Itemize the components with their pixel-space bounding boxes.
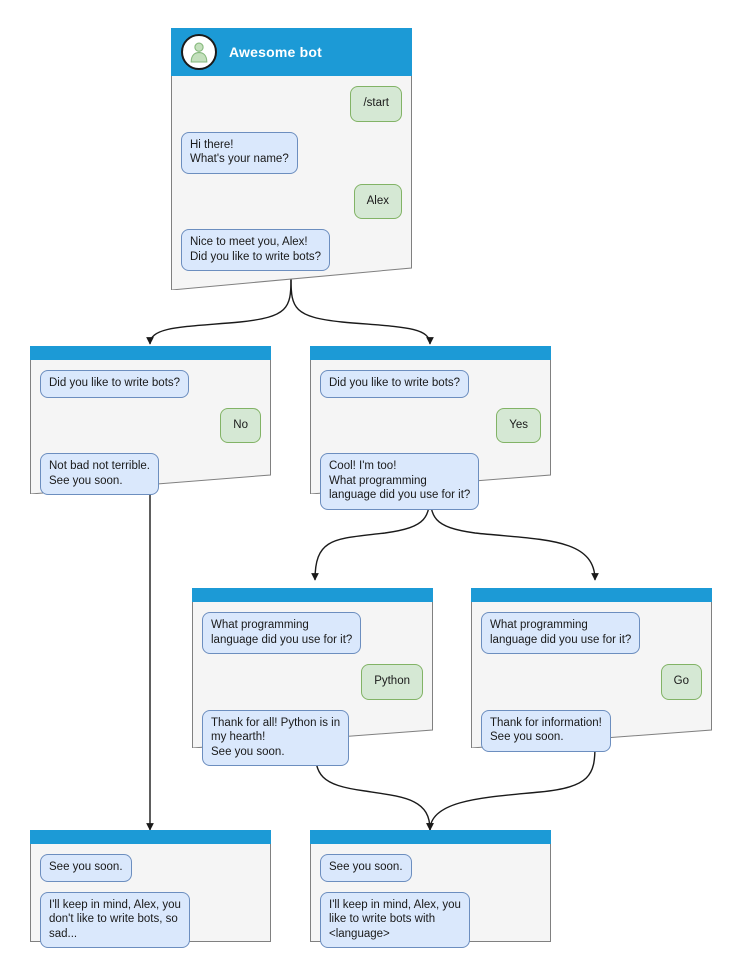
user-message[interactable]: Yes <box>496 407 541 443</box>
chat-area: Did you like to write bots? No Not bad n… <box>30 360 271 505</box>
user-message[interactable]: Alex <box>353 183 402 219</box>
node-python-branch[interactable]: What programming language did you use fo… <box>192 588 433 766</box>
node-yes-branch[interactable]: Did you like to write bots? Yes Cool! I'… <box>310 346 551 510</box>
node-end-happy[interactable]: See you soon. I'll keep in mind, Alex, y… <box>310 830 551 948</box>
message-row: /start <box>181 86 402 132</box>
message-row: No <box>40 407 261 454</box>
bot-message[interactable]: I'll keep in mind, Alex, you like to wri… <box>320 891 470 948</box>
bot-message[interactable]: Did you like to write bots? <box>40 370 190 398</box>
message-row: Nice to meet you, Alex! Did you like to … <box>181 229 402 281</box>
chat-area: /start Hi there! What's your name? Alex … <box>171 76 412 281</box>
node-body: What programming language did you use fo… <box>192 588 433 766</box>
node-body: See you soon. I'll keep in mind, Alex, y… <box>30 830 271 948</box>
node-body: Did you like to write bots? No Not bad n… <box>30 346 271 495</box>
message-row: Go <box>481 664 702 710</box>
bot-message[interactable]: Did you like to write bots? <box>320 370 470 398</box>
node-no-branch[interactable]: Did you like to write bots? No Not bad n… <box>30 346 271 495</box>
bot-message[interactable]: I'll keep in mind, Alex, you don't like … <box>40 891 190 948</box>
node-body: What programming language did you use fo… <box>471 588 712 752</box>
chat-area: See you soon. I'll keep in mind, Alex, y… <box>30 844 271 958</box>
titlebar <box>30 830 271 844</box>
message-row: See you soon. <box>320 854 541 892</box>
chat-area: What programming language did you use fo… <box>471 602 712 762</box>
user-message[interactable]: No <box>220 407 261 443</box>
message-row: See you soon. <box>40 854 261 892</box>
titlebar <box>310 346 551 360</box>
node-body: See you soon. I'll keep in mind, Alex, y… <box>310 830 551 948</box>
message-row: I'll keep in mind, Alex, you don't like … <box>40 891 261 959</box>
message-row: What programming language did you use fo… <box>202 612 423 664</box>
message-row: Did you like to write bots? <box>40 370 261 408</box>
user-message[interactable]: Go <box>660 664 702 700</box>
message-row: I'll keep in mind, Alex, you like to wri… <box>320 891 541 959</box>
titlebar: Awesome bot <box>171 28 412 76</box>
bot-message[interactable]: Thank for information! See you soon. <box>481 709 611 752</box>
bot-message[interactable]: Not bad not terrible. See you soon. <box>40 453 160 495</box>
message-row: Hi there! What's your name? <box>181 131 402 184</box>
chat-area: Did you like to write bots? Yes Cool! I'… <box>310 360 551 520</box>
person-avatar-icon <box>181 34 217 70</box>
chat-area: What programming language did you use fo… <box>192 602 433 776</box>
message-row: Cool! I'm too! What programming language… <box>320 453 541 520</box>
message-row: What programming language did you use fo… <box>481 612 702 664</box>
message-row: Did you like to write bots? <box>320 370 541 408</box>
bot-message[interactable]: Thank for all! Python is in my hearth! S… <box>202 709 350 766</box>
node-end-sad[interactable]: See you soon. I'll keep in mind, Alex, y… <box>30 830 271 948</box>
message-row: Thank for all! Python is in my hearth! S… <box>202 709 423 777</box>
message-row: Python <box>202 664 423 710</box>
user-message[interactable]: /start <box>350 86 402 122</box>
bot-message[interactable]: See you soon. <box>320 854 412 882</box>
bot-message[interactable]: Nice to meet you, Alex! Did you like to … <box>181 229 331 271</box>
message-row: Not bad not terrible. See you soon. <box>40 453 261 505</box>
titlebar <box>310 830 551 844</box>
bot-message[interactable]: Cool! I'm too! What programming language… <box>320 453 480 510</box>
chat-area: See you soon. I'll keep in mind, Alex, y… <box>310 844 551 958</box>
bot-name-label: Awesome bot <box>229 44 322 60</box>
node-body: Awesome bot /start Hi there! What's your… <box>171 28 412 290</box>
message-row: Alex <box>181 183 402 230</box>
node-root[interactable]: Awesome bot /start Hi there! What's your… <box>171 28 412 290</box>
bot-message[interactable]: Hi there! What's your name? <box>181 131 298 174</box>
titlebar <box>192 588 433 602</box>
bot-message[interactable]: What programming language did you use fo… <box>481 612 641 654</box>
message-row: Yes <box>320 407 541 454</box>
user-message[interactable]: Python <box>361 664 423 700</box>
bot-message[interactable]: See you soon. <box>40 854 132 882</box>
node-body: Did you like to write bots? Yes Cool! I'… <box>310 346 551 510</box>
titlebar <box>471 588 712 602</box>
titlebar <box>30 346 271 360</box>
node-go-branch[interactable]: What programming language did you use fo… <box>471 588 712 752</box>
message-row: Thank for information! See you soon. <box>481 709 702 762</box>
bot-message[interactable]: What programming language did you use fo… <box>202 612 362 654</box>
